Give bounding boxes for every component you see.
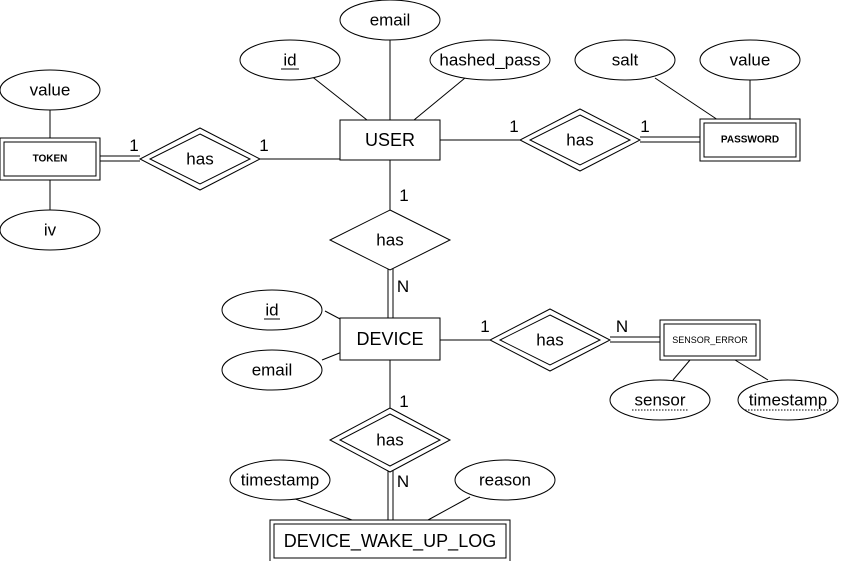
attribute-user-id-label: id [283,51,296,70]
relationship-user-token-label: has [186,150,213,169]
relationship-device-sensor-error[interactable]: has [488,308,612,372]
link-sensor-error-sensor [672,359,691,381]
attribute-token-iv-label: iv [44,221,57,240]
entity-user-label: USER [365,130,415,150]
entity-device-label: DEVICE [356,329,423,349]
attribute-password-value[interactable]: value [699,39,801,81]
attribute-user-hashed-pass-label: hashed_pass [439,51,540,70]
entity-password-label: PASSWORD [721,135,779,146]
link-user-hashed-pass [413,77,466,121]
cardinality-user-token-side: 1 [259,136,268,155]
attribute-sensor-error-timestamp[interactable]: timestamp [737,379,839,421]
entity-sensor-error[interactable]: SENSOR_ERROR [659,319,761,361]
link-wake-reason [427,496,471,521]
cardinality-device-wake-log-side: N [397,472,409,491]
attribute-sensor-error-timestamp-label: timestamp [749,391,827,410]
attribute-sensor-error-sensor-label: sensor [634,391,685,410]
cardinality-user-device-device-side: N [397,277,409,296]
attribute-device-id[interactable]: id [221,289,323,331]
attribute-device-email[interactable]: email [221,349,323,391]
entity-password[interactable]: PASSWORD [699,118,801,162]
entity-token[interactable]: TOKEN [0,137,101,181]
relationship-user-device[interactable]: has [328,209,452,271]
relationship-device-wake-log[interactable]: has [328,407,452,473]
link-device-id [324,310,343,321]
attribute-wake-log-timestamp[interactable]: timestamp [229,459,331,501]
attribute-password-value-label: value [730,51,771,70]
cardinality-device-sensor-side: 1 [480,317,489,336]
entity-device-wake-up-log-label: DEVICE_WAKE_UP_LOG [284,531,496,552]
relationship-user-password-label: has [566,131,593,150]
attribute-user-email[interactable]: email [339,0,441,41]
cardinality-sensor-error-side: N [616,317,628,336]
cardinality-token-side: 1 [129,136,138,155]
link-sensor-error-timestamp [734,359,769,381]
attribute-token-value-label: value [30,81,71,100]
attribute-wake-log-reason[interactable]: reason [454,459,556,501]
entity-device-wake-up-log[interactable]: DEVICE_WAKE_UP_LOG [269,519,511,561]
cardinality-device-wake-device-side: 1 [399,392,408,411]
attribute-user-id[interactable]: id [239,39,341,81]
attribute-token-value[interactable]: value [0,69,101,111]
attribute-wake-log-reason-label: reason [479,471,531,490]
connector-lines [49,40,769,521]
entity-sensor-error-label: SENSOR_ERROR [672,335,748,345]
relationship-user-password[interactable]: has [518,108,642,172]
relationship-user-token[interactable]: has [138,127,262,191]
entity-device[interactable]: DEVICE [339,317,441,361]
attribute-token-iv[interactable]: iv [0,209,101,251]
attribute-wake-log-timestamp-label: timestamp [241,471,319,490]
attribute-user-hashed-pass[interactable]: hashed_pass [429,39,551,81]
relationship-user-device-label: has [376,231,403,250]
link-device-email [321,351,343,361]
entity-token-label: TOKEN [33,154,68,165]
relationship-device-sensor-error-label: has [536,331,563,350]
relationship-device-wake-log-label: has [376,431,403,450]
cardinality-user-password-side: 1 [509,117,518,136]
attribute-sensor-error-sensor[interactable]: sensor [609,379,711,421]
cardinality-labels: 1 1 1 1 1 N 1 N 1 N [129,117,649,491]
link-wake-timestamp [289,496,353,521]
entity-user[interactable]: USER [339,119,441,161]
link-password-salt [654,77,719,121]
attribute-device-id-label: id [265,301,278,320]
cardinality-password-side: 1 [640,117,649,136]
attribute-password-salt-label: salt [612,51,639,70]
cardinality-user-device-user-side: 1 [399,186,408,205]
attribute-user-email-label: email [370,11,411,30]
link-user-id [309,74,368,121]
attribute-device-email-label: email [252,361,293,380]
attribute-password-salt[interactable]: salt [574,39,676,81]
